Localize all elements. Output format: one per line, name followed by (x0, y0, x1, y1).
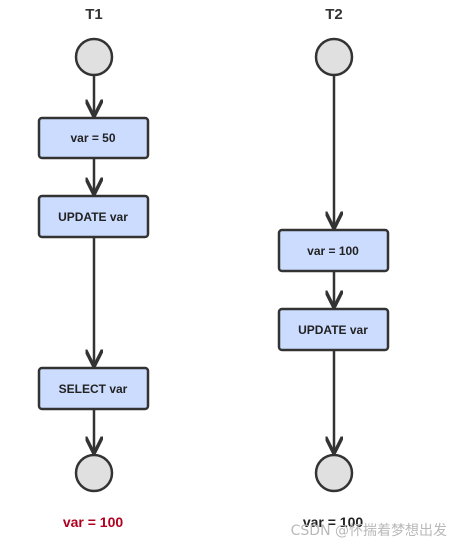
t1-step-update-label: UPDATE var (58, 210, 128, 224)
csdn-watermark: CSDN @怀揣着梦想出发 (290, 523, 447, 539)
t2-title: T2 (325, 6, 343, 23)
t2-column: T2 var = 100 UPDATE var var = 100 (277, 6, 390, 530)
t2-end-node (314, 453, 354, 493)
t2-step-assign-label: var = 100 (307, 244, 359, 258)
t1-end-node (74, 453, 114, 493)
t2-step-update-label: UPDATE var (298, 323, 368, 337)
t1-start-node (74, 37, 114, 77)
t2-start-node (314, 37, 354, 77)
t2-result: var = 100 (303, 514, 364, 530)
t1-column: T1 var = 50 UPDATE var SELECT var var = … (37, 6, 150, 530)
t1-step-assign-label: var = 50 (70, 131, 115, 145)
t1-step-select-label: SELECT var (59, 382, 128, 396)
t1-title: T1 (85, 6, 103, 23)
t1-result: var = 100 (63, 514, 124, 530)
